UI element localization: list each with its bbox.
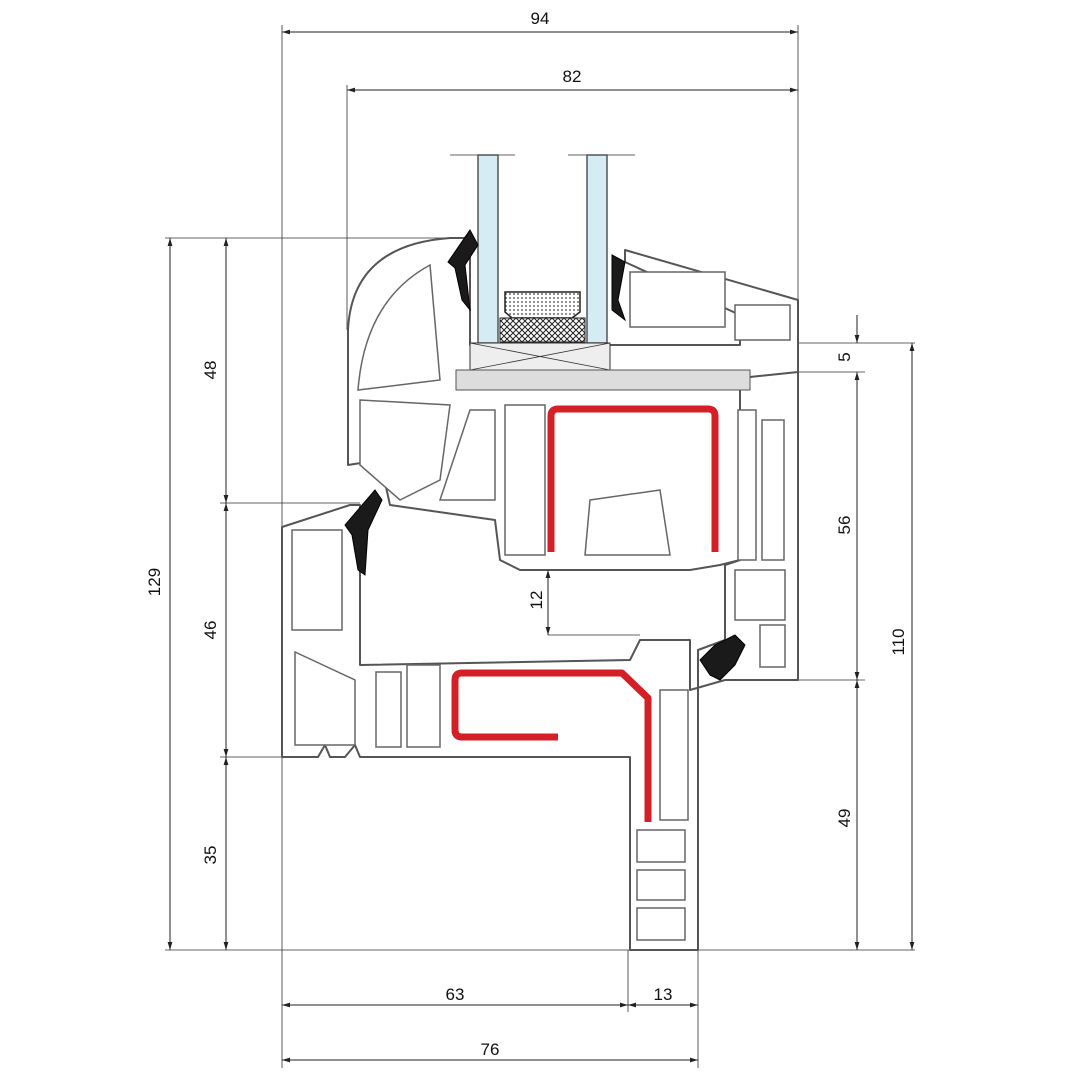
frame-profile [281, 371, 799, 951]
sash-profile [347, 237, 799, 571]
dimension-lines [167, 29, 915, 1063]
dim-63: 63 [446, 985, 465, 1004]
dim-110: 110 [889, 628, 908, 655]
dim-94: 94 [531, 9, 550, 28]
glazing-bridge [455, 369, 751, 391]
center-seal-gasket [699, 634, 746, 681]
glazing-unit [450, 154, 751, 391]
dim-48: 48 [201, 361, 220, 380]
dim-49: 49 [835, 809, 854, 828]
dim-56: 56 [835, 516, 854, 535]
sash-reinforcement [547, 405, 719, 552]
dim-13: 13 [654, 985, 673, 1004]
dim-76: 76 [481, 1040, 500, 1059]
frame-reinforcement [451, 669, 652, 822]
dim-12: 12 [527, 591, 546, 610]
glass-pane-outer [477, 154, 499, 344]
outer-glazing-gasket [447, 229, 479, 312]
inner-glazing-gasket [611, 254, 627, 322]
dim-46: 46 [201, 621, 220, 640]
spacer-bar [504, 291, 581, 319]
dimension-labels: 94 82 129 48 46 35 5 56 110 49 12 63 13 … [145, 9, 908, 1059]
dim-5: 5 [835, 352, 854, 361]
outer-frame-gasket [344, 489, 383, 576]
gaskets [344, 229, 746, 681]
dim-82: 82 [563, 67, 582, 86]
butyl-seal [499, 317, 586, 343]
glass-pane-inner [586, 154, 608, 344]
dim-35: 35 [201, 846, 220, 865]
dim-129: 129 [145, 568, 164, 596]
